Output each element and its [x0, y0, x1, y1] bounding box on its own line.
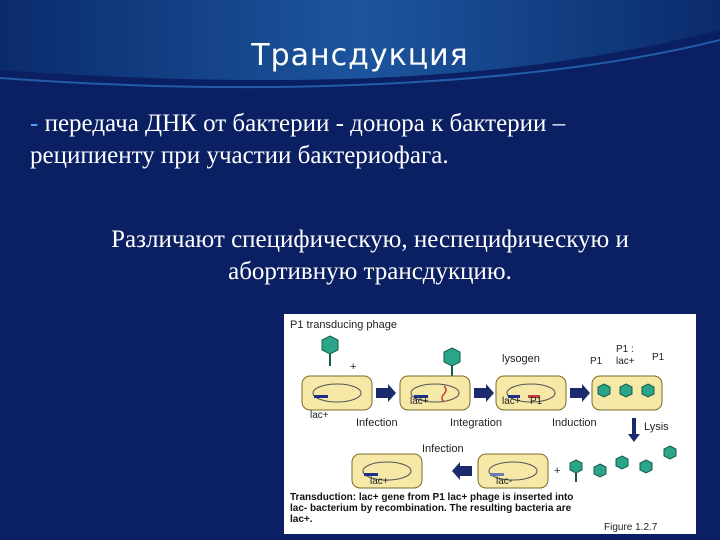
- p1-lac-label-2: lac+: [616, 356, 635, 367]
- cell-2-gene: lac+: [410, 396, 429, 407]
- p1-label-b: P1: [652, 352, 665, 363]
- figure-caption: Transduction: lac+ gene from P1 lac+ pha…: [290, 492, 574, 525]
- transduction-diagram: P1 transducing phage + lac+: [290, 319, 677, 533]
- header-wave: [0, 0, 720, 89]
- lysogen-label: lysogen: [502, 353, 540, 365]
- cell-3: [495, 375, 567, 411]
- p1-label-a: P1: [590, 356, 603, 367]
- cell-induced: [591, 375, 663, 411]
- arrow-left-icon: [452, 462, 472, 480]
- cell-recipient: [477, 453, 549, 489]
- cell-1: [301, 375, 373, 411]
- plus-sign-1: +: [350, 361, 356, 373]
- plus-sign-2: +: [554, 465, 560, 477]
- phage-attach-icon: [443, 347, 461, 378]
- definition-paragraph: - передача ДНК от бактерии - донора к ба…: [30, 108, 690, 172]
- step-infection-2: Infection: [422, 443, 464, 455]
- step-induction: Induction: [552, 417, 597, 429]
- figure-number: Figure 1.2.7: [604, 522, 658, 533]
- cell-2: [399, 375, 471, 411]
- cell-result: [351, 453, 423, 489]
- arrow-3-icon: [570, 384, 590, 402]
- arrow-down-icon: [628, 418, 640, 442]
- step-lysis: Lysis: [644, 421, 669, 433]
- slide-title: Трансдукция: [251, 38, 469, 73]
- cell-result-gene: lac+: [370, 476, 389, 487]
- cell-3-gene: lac+: [502, 396, 521, 407]
- transducing-phage-icon: [569, 459, 583, 482]
- types-paragraph: Различают специфическую, неспецифическую…: [111, 226, 629, 285]
- definition-text: передача ДНК от бактерии - донора к бакт…: [30, 110, 566, 169]
- phage-icon: [321, 335, 339, 366]
- p1-lac-label: P1 :: [616, 344, 634, 355]
- cell-3-p1: P1: [530, 396, 543, 407]
- bullet-dash: -: [30, 110, 39, 137]
- arrow-1-icon: [376, 384, 396, 402]
- cell-1-gene: lac+: [310, 410, 329, 421]
- released-phages-icon: [593, 445, 677, 478]
- cell-recipient-gene: lac-: [496, 476, 512, 487]
- transduction-figure: P1 transducing phage + lac+: [284, 314, 696, 534]
- figure-heading: P1 transducing phage: [290, 319, 397, 331]
- step-infection: Infection: [356, 417, 398, 429]
- step-integration: Integration: [450, 417, 502, 429]
- arrow-2-icon: [474, 384, 494, 402]
